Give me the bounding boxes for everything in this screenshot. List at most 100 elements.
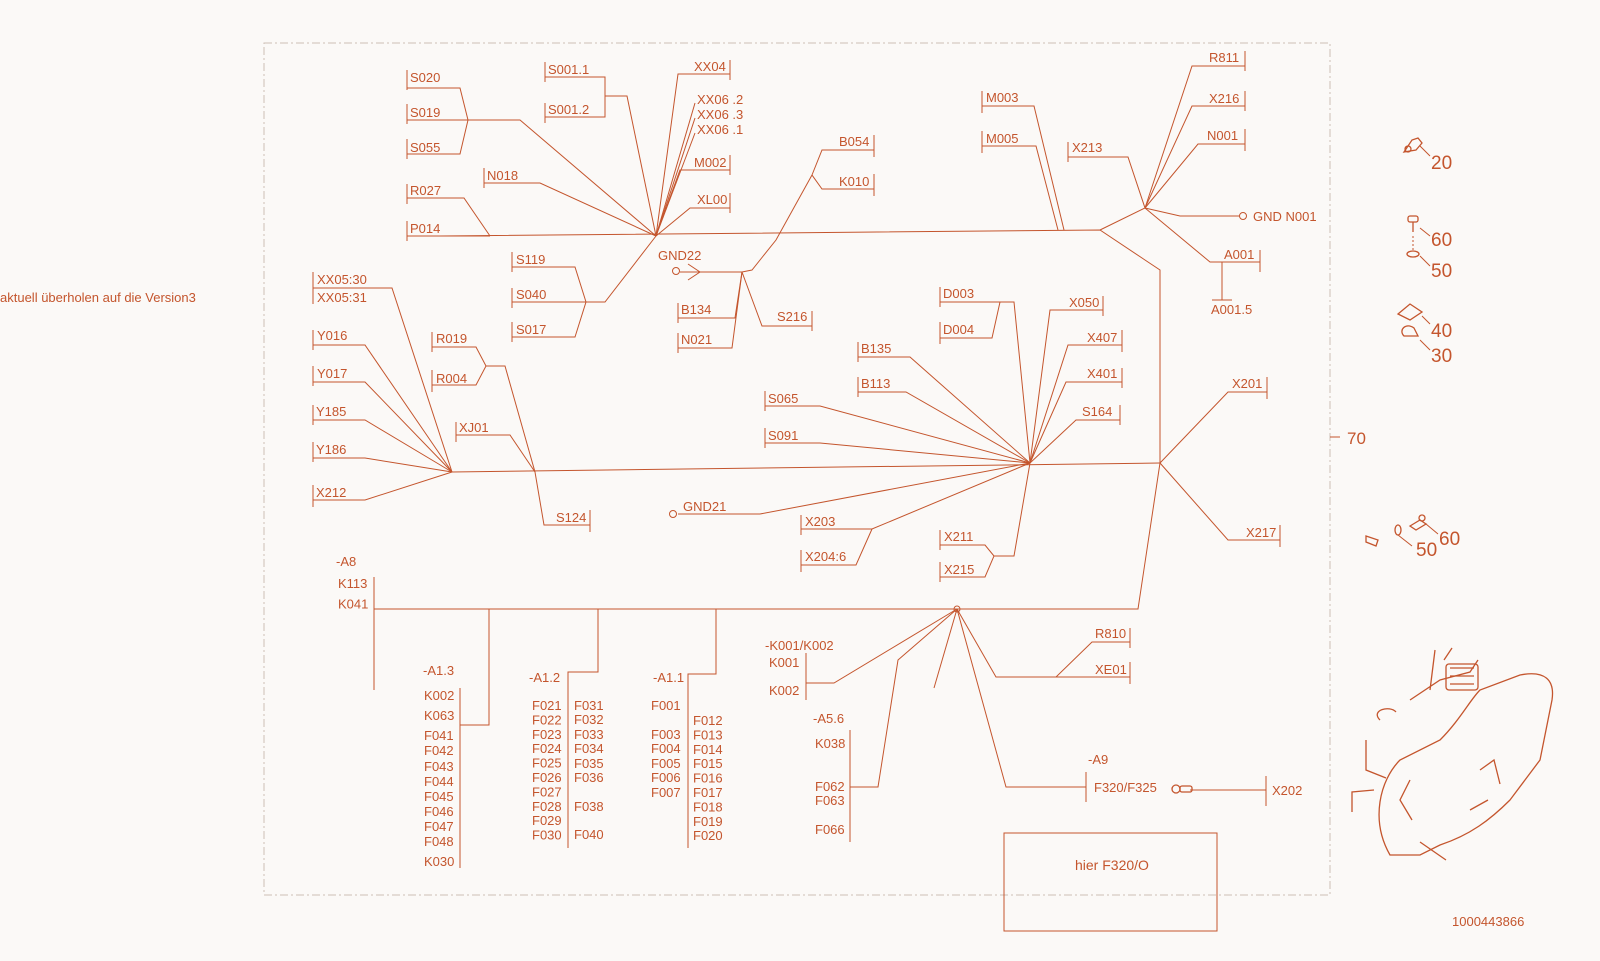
- gnd21-terminal: [669, 510, 677, 518]
- label-s019: S019: [410, 105, 440, 120]
- label-r810: R810: [1095, 626, 1126, 641]
- label-s040: S040: [516, 287, 546, 302]
- hint-box: [1003, 832, 1218, 932]
- label-b135: B135: [861, 341, 891, 356]
- part-50b-label: 50: [1416, 540, 1437, 561]
- designator-f003: F003: [651, 727, 681, 742]
- label-s065: S065: [768, 391, 798, 406]
- label-xx05-31: XX05:31: [317, 290, 367, 305]
- designator-k038: K038: [815, 736, 845, 751]
- designator-f028: F028: [532, 799, 562, 814]
- clip-icon: [1402, 137, 1431, 157]
- label-y186: Y186: [316, 442, 346, 457]
- designator-k002: K002: [769, 683, 799, 698]
- label-x212: X212: [316, 485, 346, 500]
- label-xx06-3: XX06 .3: [697, 107, 743, 122]
- group-a1-3-title: -A1.3: [423, 663, 454, 678]
- label-xx05-30: XX05:30: [317, 272, 367, 287]
- label-r004: R004: [436, 371, 467, 386]
- designator-f047: F047: [424, 819, 454, 834]
- designator-k001: K001: [769, 655, 799, 670]
- label-xe01: XE01: [1095, 662, 1127, 677]
- designator-f015: F015: [693, 756, 723, 771]
- designator-f029: F029: [532, 813, 562, 828]
- designator-f020: F020: [693, 828, 723, 843]
- designator-f034: F034: [574, 741, 604, 756]
- designator-f030: F030: [532, 828, 562, 843]
- designator-f014: F014: [693, 742, 723, 757]
- designator-f044: F044: [424, 774, 454, 789]
- label-x217: X217: [1246, 525, 1276, 540]
- gnd-n001-terminal: [1239, 212, 1247, 220]
- label-xl00: XL00: [697, 192, 727, 207]
- label-n021: N021: [681, 332, 712, 347]
- designator-f046: F046: [424, 804, 454, 819]
- designator-f016: F016: [693, 771, 723, 786]
- designator-f062: F062: [815, 779, 845, 794]
- label-s001-2: S001.2: [548, 102, 589, 117]
- label-s017: S017: [516, 322, 546, 337]
- label-gnd-n001: GND N001: [1253, 209, 1317, 224]
- part-50a-label: 50: [1431, 261, 1452, 282]
- label-x203: X203: [805, 514, 835, 529]
- designator-k030: K030: [424, 854, 454, 869]
- label-gnd22: GND22: [658, 248, 701, 263]
- designator-f048: F048: [424, 834, 454, 849]
- label-y016: Y016: [317, 328, 347, 343]
- designator-f063: F063: [815, 793, 845, 808]
- label-b134: B134: [681, 302, 711, 317]
- designator-f033: F033: [574, 727, 604, 742]
- label-xj01: XJ01: [459, 420, 489, 435]
- label-r019: R019: [436, 331, 467, 346]
- label-d003: D003: [943, 286, 974, 301]
- designator-f024: F024: [532, 741, 562, 756]
- connector-labels: S020 S019 S055 S001.1 S001.2 XX04 XX06 .…: [316, 50, 1317, 798]
- label-b113: B113: [861, 376, 890, 391]
- group-a1-2-title: -A1.2: [529, 670, 560, 685]
- label-p014: P014: [410, 221, 440, 236]
- part-60a-label: 60: [1431, 230, 1452, 251]
- splice-node: [953, 605, 961, 613]
- washer-icon: [1406, 250, 1431, 267]
- hint-box-label: hier F320/O: [1075, 857, 1149, 873]
- label-x215: X215: [944, 562, 974, 577]
- bolt-assembly-icon: [1365, 514, 1439, 547]
- label-m003: M003: [986, 90, 1019, 105]
- designator-f041: F041: [424, 728, 454, 743]
- designator-f032: F032: [574, 712, 604, 727]
- part-60b-label: 60: [1439, 529, 1460, 550]
- designator-f025: F025: [532, 756, 562, 771]
- harness-callout-label: 70: [1347, 429, 1366, 448]
- label-xx04: XX04: [694, 59, 726, 74]
- label-x202: X202: [1272, 783, 1302, 798]
- label-d004: D004: [943, 322, 974, 337]
- version-note: aktuell überholen auf die Version3: [0, 290, 196, 305]
- designator-f004: F004: [651, 741, 681, 756]
- label-s020: S020: [410, 70, 440, 85]
- designator-f021: F021: [532, 698, 562, 713]
- designator-f031: F031: [574, 698, 604, 713]
- label-s055: S055: [410, 140, 440, 155]
- label-s124: S124: [556, 510, 586, 525]
- label-xx06-2: XX06 .2: [697, 92, 743, 107]
- designator-f013: F013: [693, 727, 723, 742]
- designator-f045: F045: [424, 789, 454, 804]
- label-s001-1: S001.1: [548, 62, 589, 77]
- gnd22-terminal: [672, 267, 680, 275]
- designator-f040: F040: [574, 827, 604, 842]
- designator-f038: F038: [574, 799, 604, 814]
- label-a001: A001: [1224, 247, 1254, 262]
- label-x204-6: X204:6: [805, 549, 846, 564]
- label-r811: R811: [1209, 50, 1239, 65]
- designator-f036: F036: [574, 770, 604, 785]
- label-x401: X401: [1087, 366, 1117, 381]
- label-x201: X201: [1232, 376, 1262, 391]
- label-f320-f325: F320/F325: [1094, 780, 1157, 795]
